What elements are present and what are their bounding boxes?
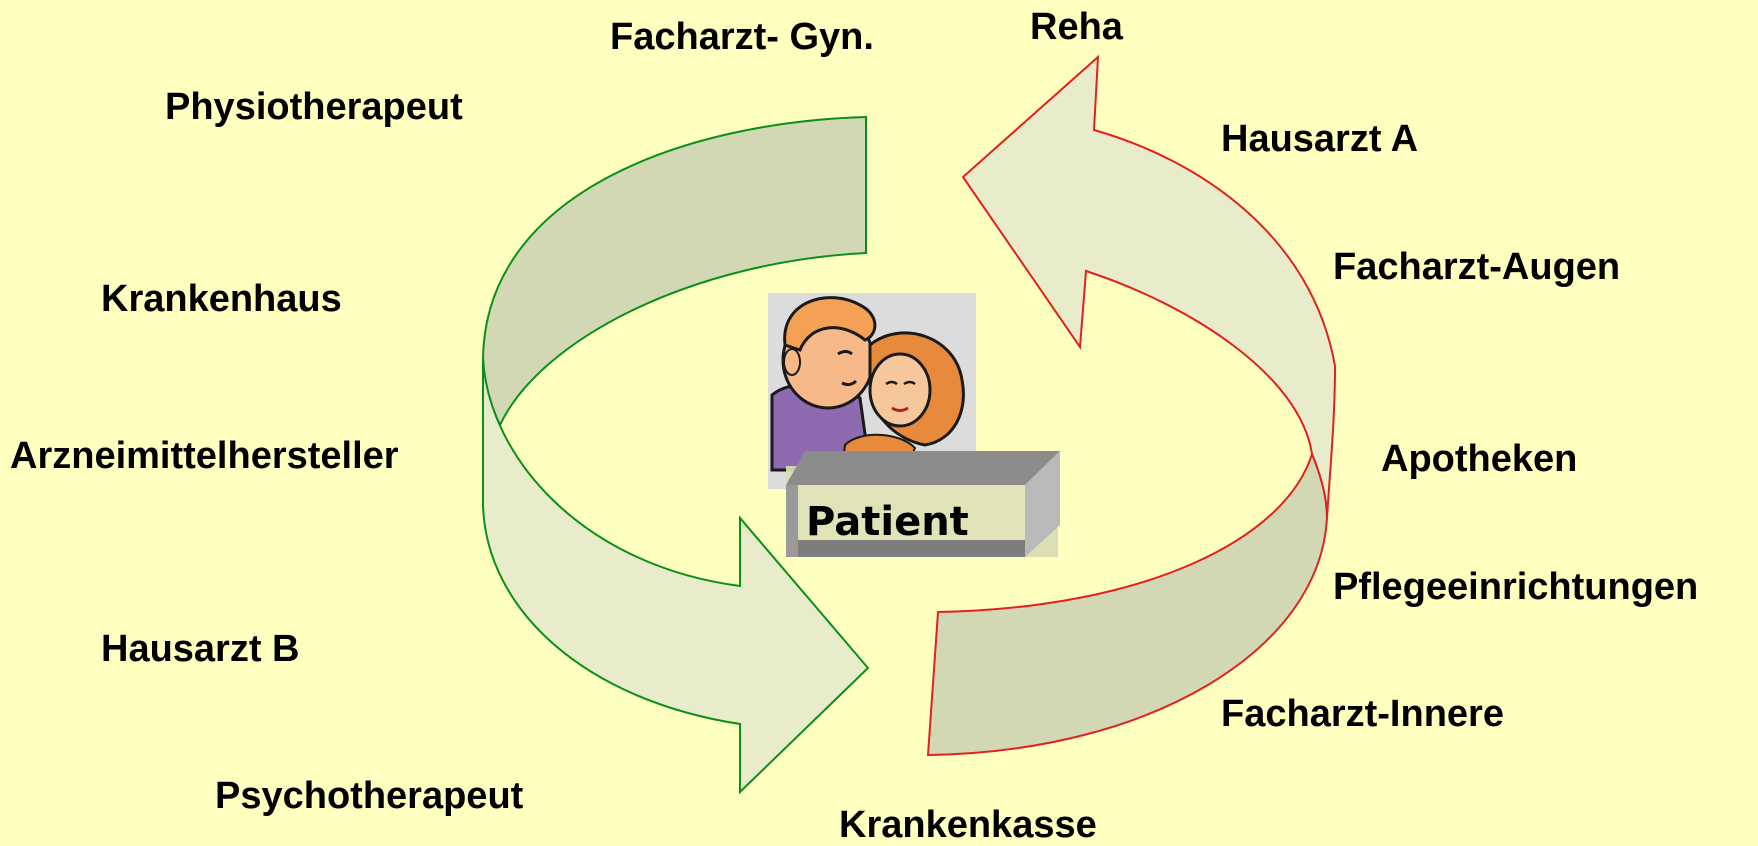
patient-box	[786, 451, 1060, 557]
label-hausarzt-a: Hausarzt A	[1221, 118, 1419, 160]
patient-label: Patient	[806, 499, 969, 545]
right-arrow-top-band	[961, 54, 1337, 519]
label-facharzt-gyn: Facharzt- Gyn.	[610, 16, 874, 58]
label-pflegeeinrichtungen: Pflegeeinrichtungen	[1333, 566, 1699, 608]
label-apotheken: Apotheken	[1381, 438, 1578, 480]
label-krankenhaus: Krankenhaus	[101, 278, 342, 320]
label-krankenkasse: Krankenkasse	[839, 804, 1097, 846]
left-arrow-bottom-band	[482, 357, 870, 795]
label-hausarzt-b: Hausarzt B	[101, 628, 300, 670]
label-facharzt-augen: Facharzt-Augen	[1333, 246, 1621, 288]
label-facharzt-innere: Facharzt-Innere	[1221, 693, 1504, 735]
label-psychotherapeut: Psychotherapeut	[215, 775, 524, 817]
label-physiotherapeut: Physiotherapeut	[165, 86, 463, 128]
label-reha: Reha	[1030, 6, 1123, 48]
label-arzneimittelhersteller: Arzneimittelhersteller	[10, 435, 399, 477]
